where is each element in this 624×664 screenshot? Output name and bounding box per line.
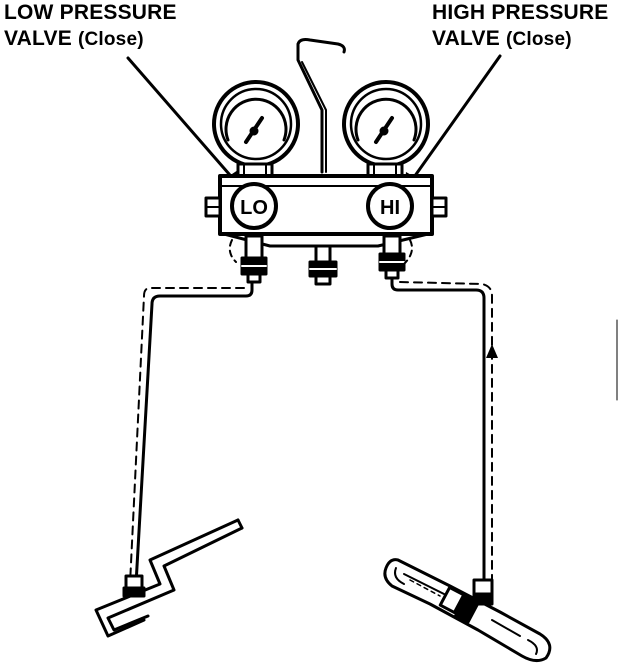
high-pressure-valve-label: HIGH PRESSURE VALVE (Close) [432, 0, 608, 53]
low-pressure-valve-label: LOW PRESSURE VALVE (Close) [4, 0, 177, 53]
high-valve-leader-arrow [404, 54, 502, 192]
low-side-fitting [240, 234, 268, 284]
low-label-line1: LOW PRESSURE [4, 1, 177, 24]
center-fitting [308, 244, 338, 286]
high-side-hose [390, 276, 498, 592]
high-side-fitting [378, 234, 406, 280]
low-label-close: (Close) [77, 29, 144, 50]
high-label-line1: HIGH PRESSURE [432, 1, 609, 24]
hanger-hook [296, 38, 346, 174]
low-label-valve: VALVE [4, 27, 72, 50]
high-label-valve: VALVE [432, 27, 500, 50]
low-side-refrigerant-pipe [94, 518, 244, 638]
lo-knob-label: LO [240, 197, 268, 219]
low-side-hose [129, 280, 254, 586]
hi-knob-label: HI [380, 197, 400, 219]
flow-direction-arrow [486, 344, 498, 358]
high-pressure-valve-knob: HI [366, 182, 414, 230]
low-label-line2: VALVE (Close) [4, 26, 177, 53]
low-pressure-gauge [212, 80, 300, 180]
high-pressure-gauge [342, 80, 430, 180]
high-label-close: (Close) [505, 29, 572, 50]
high-side-charging-cylinder [383, 558, 552, 663]
low-pressure-valve-knob: LO [230, 182, 278, 230]
high-label-line2: VALVE (Close) [432, 26, 608, 53]
